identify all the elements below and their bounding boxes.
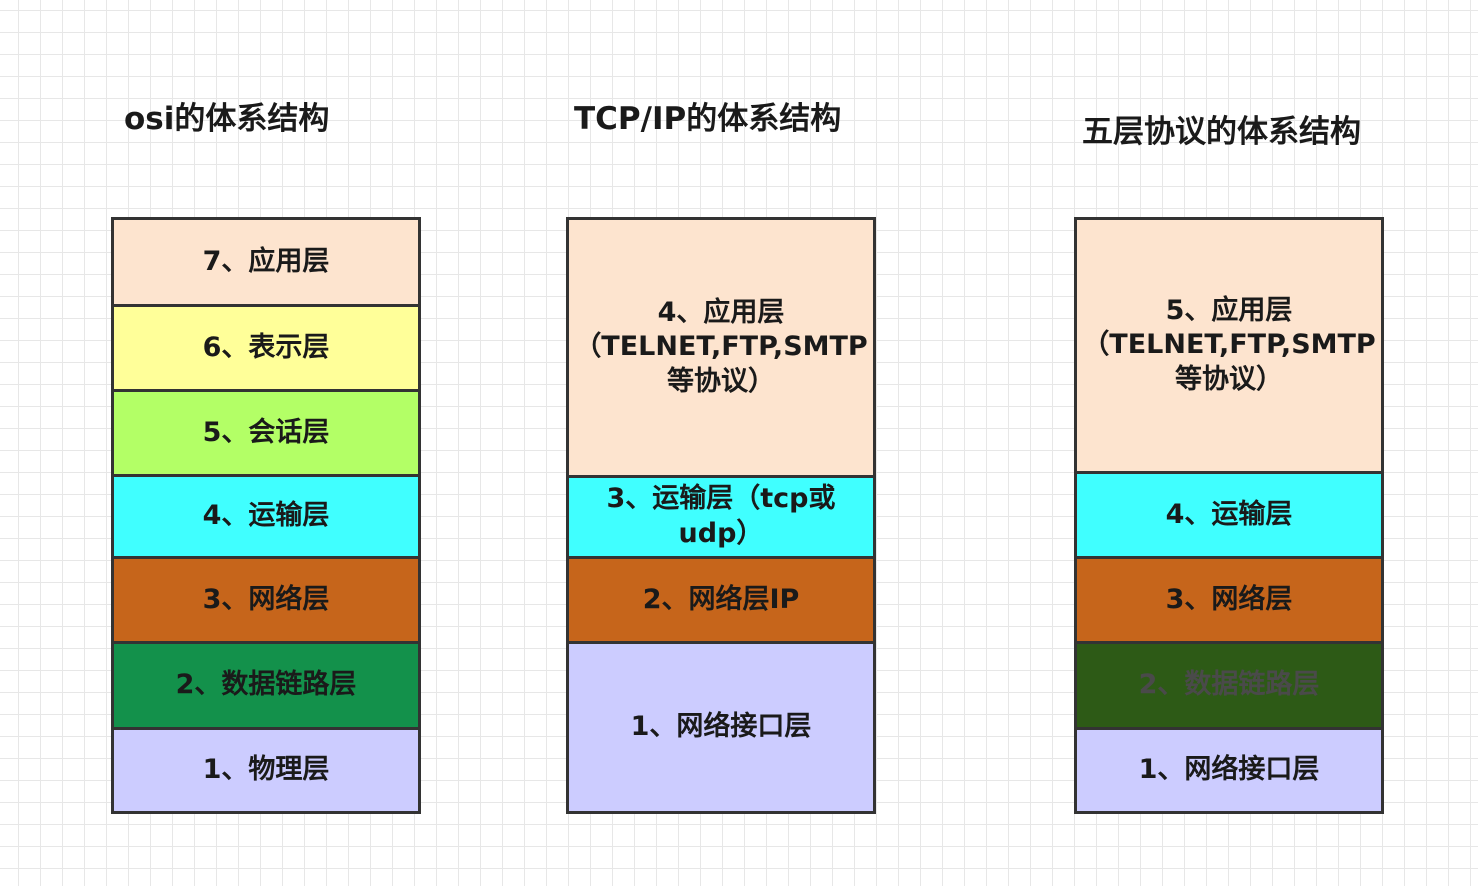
five-layer-title: 五层协议的体系结构 bbox=[1082, 114, 1361, 150]
tcpip-layer-network-interface: 1、网络接口层 bbox=[569, 644, 873, 811]
osi-layer-application: 7、应用层 bbox=[114, 220, 418, 304]
osi-stack: 7、应用层 6、表示层 5、会话层 4、运输层 3、网络层 2、数据链路层 1、… bbox=[111, 217, 421, 814]
five-layer-datalink: 2、数据链路层 bbox=[1077, 644, 1381, 727]
tcpip-title: TCP/IP的体系结构 bbox=[574, 101, 842, 137]
five-layer-stack: 5、应用层（TELNET,FTP,SMTP等协议） 4、运输层 3、网络层 2、… bbox=[1074, 217, 1384, 814]
osi-layer-network: 3、网络层 bbox=[114, 559, 418, 641]
osi-layer-session: 5、会话层 bbox=[114, 392, 418, 474]
tcpip-layer-internet: 2、网络层IP bbox=[569, 559, 873, 641]
osi-layer-physical: 1、物理层 bbox=[114, 730, 418, 811]
osi-title: osi的体系结构 bbox=[124, 101, 330, 137]
osi-layer-datalink: 2、数据链路层 bbox=[114, 644, 418, 727]
tcpip-layer-application: 4、应用层（TELNET,FTP,SMTP等协议） bbox=[569, 220, 873, 475]
five-layer-network-interface: 1、网络接口层 bbox=[1077, 730, 1381, 811]
osi-layer-presentation: 6、表示层 bbox=[114, 307, 418, 389]
five-layer-network: 3、网络层 bbox=[1077, 559, 1381, 641]
tcpip-stack: 4、应用层（TELNET,FTP,SMTP等协议） 3、运输层（tcp或udp）… bbox=[566, 217, 876, 814]
osi-layer-transport: 4、运输层 bbox=[114, 477, 418, 556]
tcpip-layer-transport: 3、运输层（tcp或udp） bbox=[569, 478, 873, 556]
five-layer-transport: 4、运输层 bbox=[1077, 474, 1381, 556]
five-layer-application: 5、应用层（TELNET,FTP,SMTP等协议） bbox=[1077, 220, 1381, 471]
